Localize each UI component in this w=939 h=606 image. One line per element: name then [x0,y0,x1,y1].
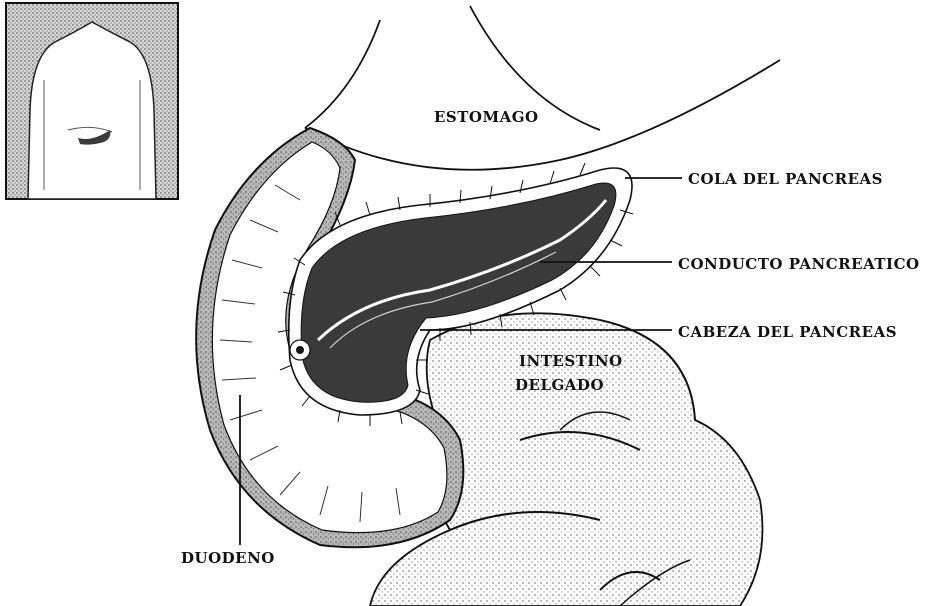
label-intestine-line2: DELGADO [515,376,604,394]
label-pancreatic-duct: CONDUCTO PANCREATICO [678,255,920,273]
body-inset [6,3,178,199]
label-pancreas-tail: COLA DEL PANCREAS [688,170,883,188]
label-duodenum: DUODENO [181,549,275,567]
label-intestine-line1: INTESTINO [519,352,623,370]
stomach-outline [305,6,780,170]
label-pancreas-head: CABEZA DEL PANCREAS [678,323,897,341]
label-stomach: ESTOMAGO [434,108,539,126]
